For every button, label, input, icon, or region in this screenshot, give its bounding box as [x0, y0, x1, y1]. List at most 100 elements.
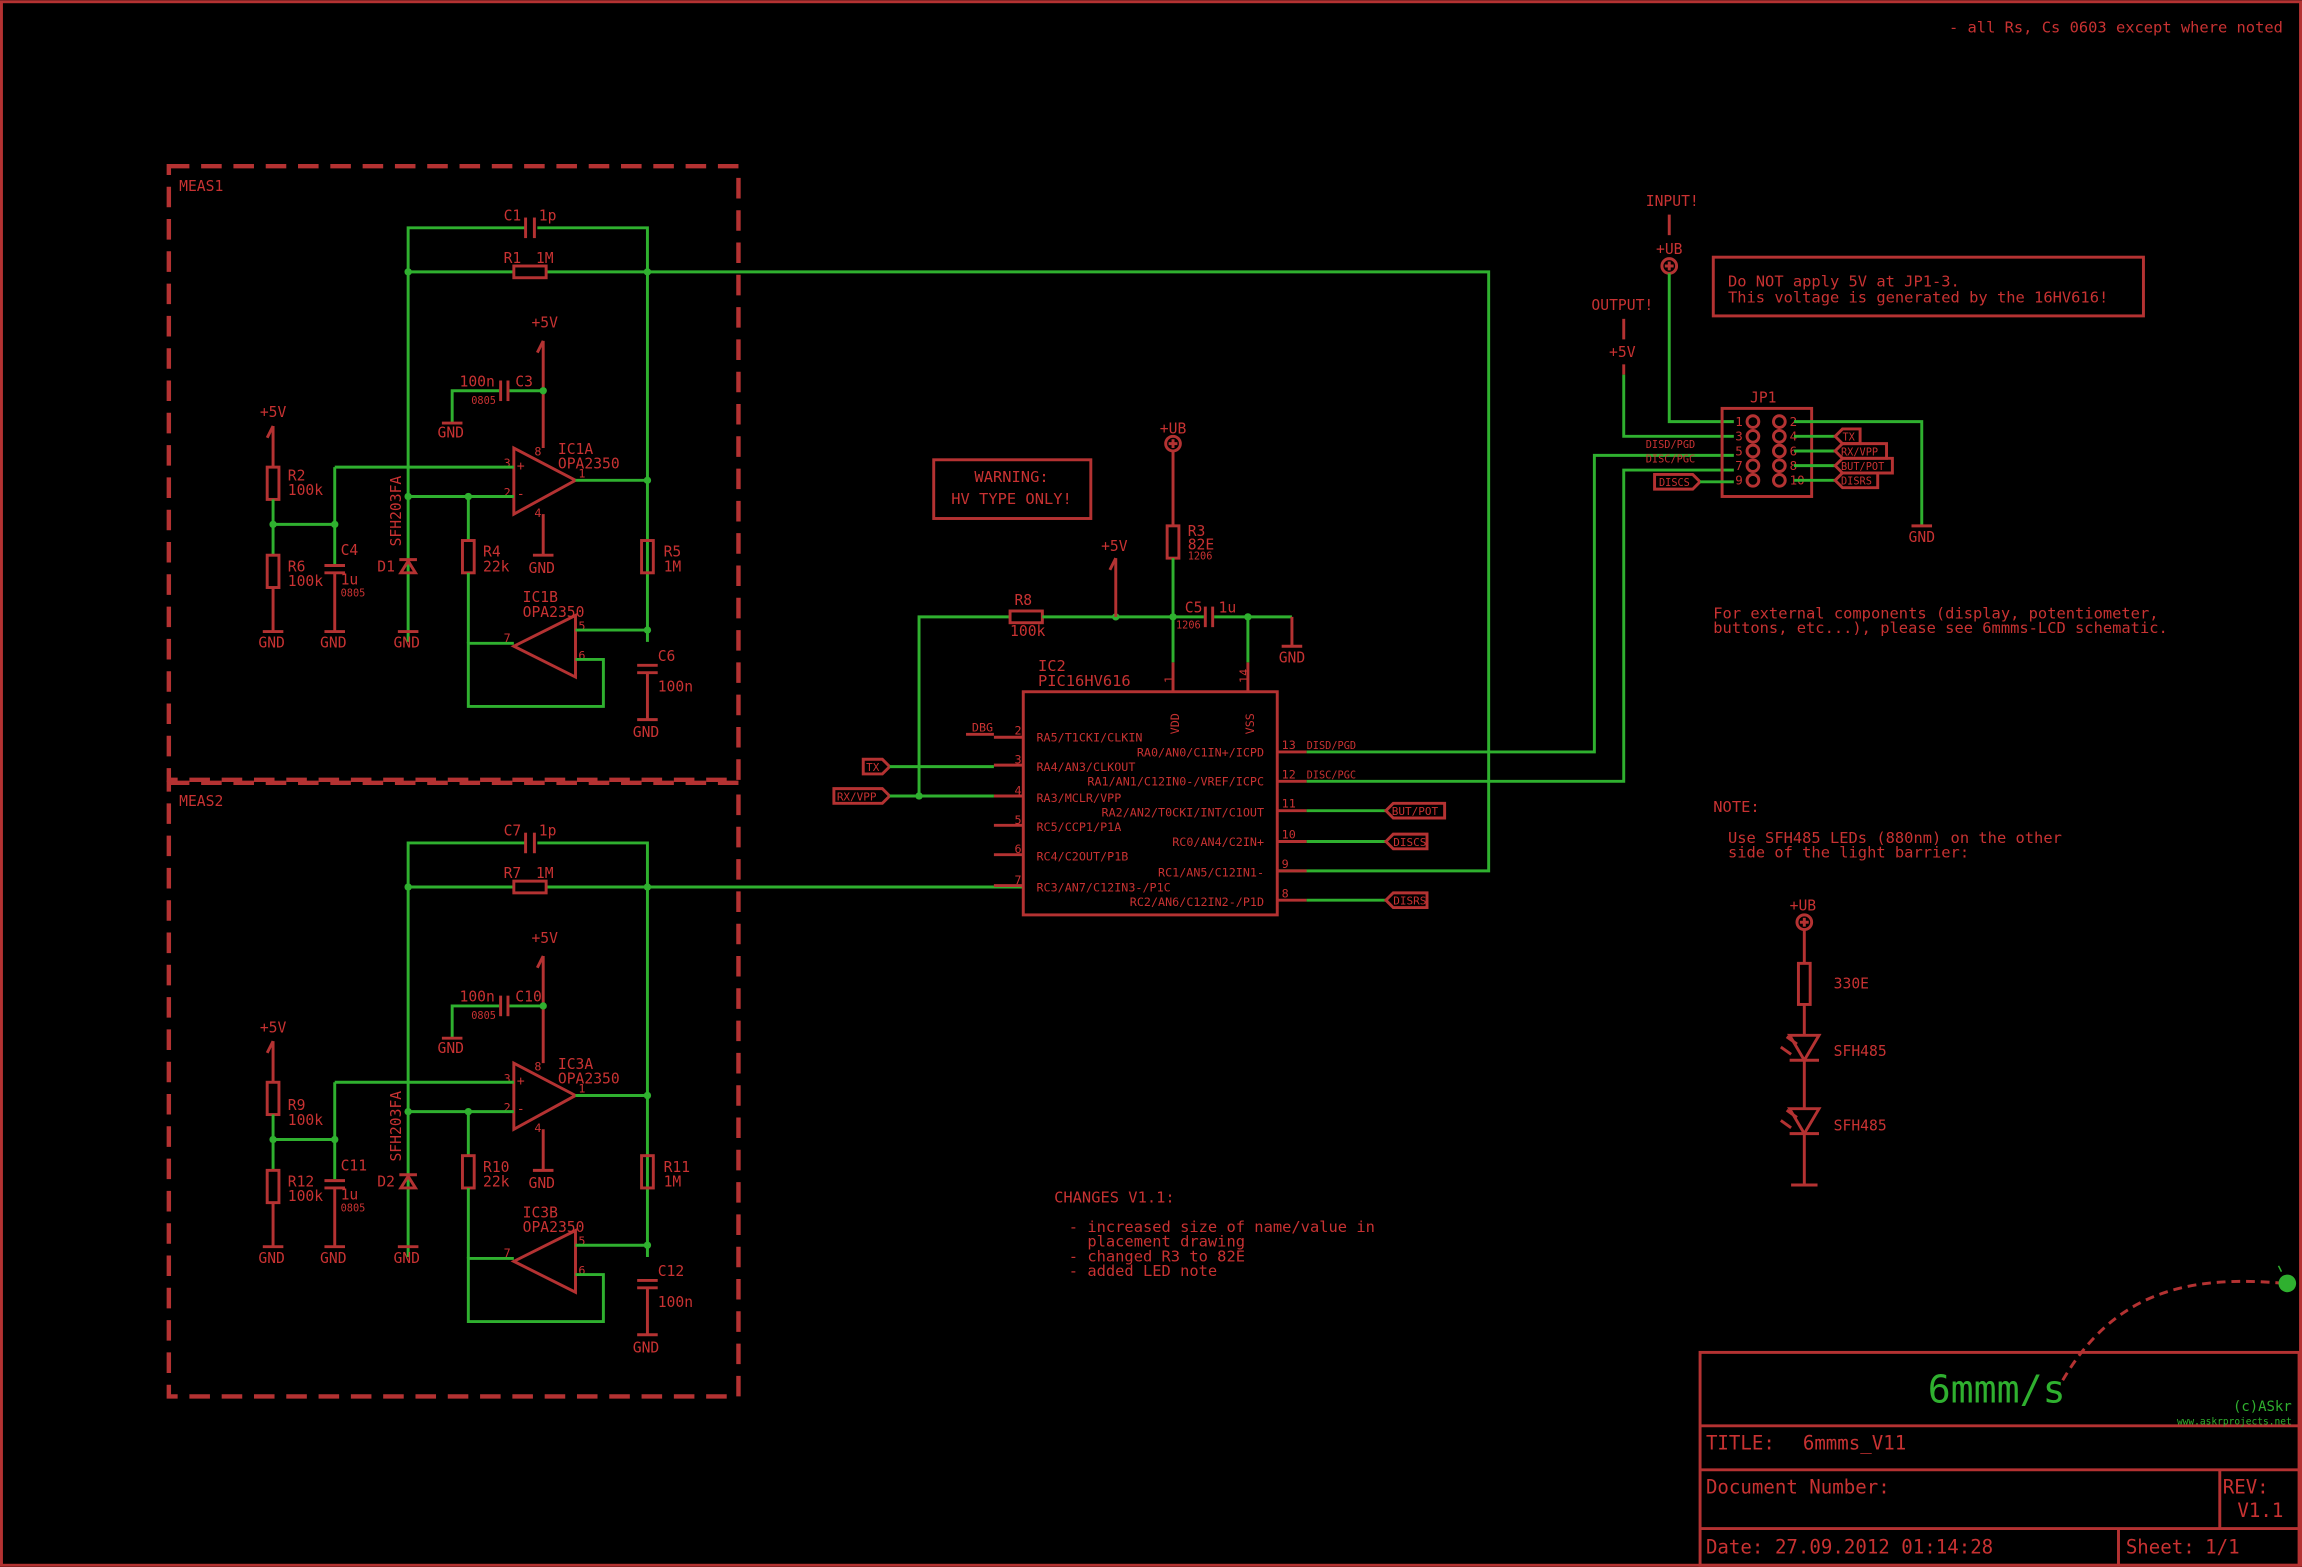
label-nets-gnd: GND [437, 1040, 464, 1057]
label-nets-gnd: GND [320, 635, 347, 652]
label-nets-p5v: +5V [260, 1019, 287, 1036]
label-nets-gnd: GND [393, 1250, 420, 1267]
label-jp1-right-1: 4 [1790, 429, 1798, 444]
label-ic2-value: PIC16HV616 [1038, 672, 1131, 690]
label-title_block-sheet: 1/1 [2205, 1537, 2239, 1559]
label-parts-r3n: R3 [1188, 523, 1206, 540]
label-ic2-left_pins-4-label: RC4/C2OUT/P1B [1036, 850, 1128, 864]
svg-text:7: 7 [504, 631, 511, 645]
label-nets-p5v: +5V [260, 404, 287, 421]
label-ic2-right_pins-3-num: 10 [1282, 828, 1296, 842]
label-parts-c3n: C3 [515, 373, 533, 390]
svg-text:8: 8 [534, 1060, 541, 1074]
frame-meas2 [166, 780, 741, 1399]
label-nets-gnd: GND [393, 635, 420, 652]
label-parts-c11v: 1u [341, 1187, 359, 1204]
svg-text:3: 3 [504, 1071, 511, 1085]
label-parts-r11v: 1M [664, 1173, 682, 1190]
note-top-right: - all Rs, Cs 0603 except where noted [1949, 19, 2283, 37]
label-parts-r9v: 100k [288, 1112, 323, 1129]
label-jp1-left_labels-3: DISC/PGC [1646, 454, 1695, 466]
label-parts-c1v: 1p [539, 207, 557, 224]
label-parts-c12n: C12 [658, 1263, 684, 1280]
label-parts-r6v: 100k [288, 573, 323, 590]
label-notes-changes-1: placement drawing [1069, 1233, 1245, 1251]
label-ic2-left_pins-0-label: RA5/T1CKI/CLKIN [1036, 731, 1142, 745]
label-parts-r12n: R12 [288, 1173, 315, 1190]
label-ic2-right_pins-0-num: 13 [1282, 738, 1296, 752]
label-ic2-right_pins-1-label: RA1/AN1/C12IN0-/VREF/ICPC [1087, 775, 1264, 789]
label-title_block-doc_label: Document Number: [1706, 1476, 1890, 1498]
label-parts-r10v: 22k [483, 1173, 510, 1190]
label-parts-c10v: 100n [460, 989, 495, 1006]
label-notes-input: INPUT! [1646, 193, 1699, 210]
label-ic2-left_pins-4-num: 6 [1014, 842, 1021, 856]
label-ic2-right_pins-4-num: 9 [1282, 857, 1289, 871]
svg-text:+: + [517, 1074, 525, 1089]
label-parts-c1n: C1 [504, 207, 522, 224]
label-parts-c12v: 100n [658, 1294, 693, 1311]
net-flag-disrs [1383, 891, 1429, 910]
label-ic2-right_pins-2-num: 11 [1282, 797, 1296, 811]
label-parts-c11p: 0805 [341, 1202, 366, 1214]
svg-text:5: 5 [578, 1234, 585, 1248]
label-notes-changes_title: CHANGES V1.1: [1054, 1189, 1175, 1207]
svg-text:5: 5 [578, 619, 585, 633]
label-parts-r5v: 1M [664, 558, 682, 575]
label-nets-gnd: GND [633, 1339, 660, 1356]
label-parts-c7v: 1p [539, 823, 557, 840]
net-flag-tx [861, 757, 892, 776]
label-nets-gnd: GND [529, 560, 556, 577]
label-ic2-left_pins-5-label: RC3/AN7/C12IN3-/P1C [1036, 880, 1170, 894]
label-parts-r5n: R5 [664, 544, 682, 561]
jp1-warning-box [1711, 255, 2145, 318]
label-title_block-date_label: Date: [1706, 1537, 1763, 1559]
label-nets-butpot: BUT/POT [1392, 805, 1439, 818]
label-nets-disd: DISD/PGD [1307, 740, 1356, 752]
led-chain: +UB 330E SFH485 SFH485 [1779, 897, 1887, 1187]
label-jp1-right_labels-1: TX [1842, 432, 1855, 444]
label-notes-changes-0: - increased size of name/value in [1069, 1218, 1375, 1236]
label-parts-ic3bv: OPA2350 [523, 1219, 585, 1236]
label-notes-warning_title: WARNING: [974, 468, 1048, 486]
label-title_block-sheet_label: Sheet: [2126, 1537, 2195, 1559]
label-ic2-left_pins-2-num: 4 [1014, 784, 1021, 798]
label-parts-led2: SFH485 [1834, 1118, 1887, 1135]
net-flag-butpot [1383, 801, 1447, 820]
label-parts-ic1an: IC1A [558, 441, 593, 458]
label-parts-r11n: R11 [664, 1159, 691, 1176]
warning-box [932, 458, 1093, 520]
label-parts-led1: SFH485 [1834, 1043, 1887, 1060]
label-jp1-left-1: 3 [1735, 429, 1743, 444]
label-parts-ic3an: IC3A [558, 1056, 593, 1073]
label-parts-d2n: D2 [377, 1173, 395, 1190]
label-nets-gnd: GND [633, 724, 660, 741]
label-ic2-right_pins-0-label: RA0/AN0/C1IN+/ICPD [1137, 745, 1264, 759]
label-jp1-name: JP1 [1750, 390, 1777, 407]
label-nets-ub: +UB [1160, 420, 1187, 437]
ic2-pic16hv616: IC2 PIC16HV616 VDD VSS 1 14 RA5/T1CKI/CL… [993, 657, 1307, 917]
label-title_block-rev: V1.1 [2237, 1500, 2283, 1522]
label-parts-r2v: 100k [288, 482, 323, 499]
label-ic2-vss: VSS [1243, 713, 1257, 734]
label-ic2-left_pins-1-label: RA4/AN3/CLKOUT [1036, 760, 1135, 774]
label-parts-d1v: SFH203FA [388, 476, 405, 547]
svg-text:6: 6 [578, 1264, 585, 1278]
label-parts-r7v: 1M [536, 865, 554, 882]
label-ic2-left_pins-5-num: 7 [1014, 873, 1021, 887]
label-jp1-right-3: 8 [1790, 458, 1798, 473]
label-ic2-right_pins-1-num: 12 [1282, 767, 1296, 781]
label-jp1-left_labels-4: DISCS [1659, 477, 1690, 489]
label-parts-c3p: 0805 [471, 395, 496, 407]
label-parts-c5p: 1206 [1176, 620, 1201, 632]
frame-meas1-label: MEAS1 [179, 178, 223, 195]
label-ic2-left_pins-2-label: RA3/MCLR/VPP [1036, 791, 1121, 805]
label-parts-d1n: D1 [377, 558, 395, 575]
label-notes-jp_warn_2: This voltage is generated by the 16HV616… [1728, 289, 2108, 307]
label-notes-output: OUTPUT! [1591, 297, 1653, 314]
label-jp1-left-3: 7 [1735, 458, 1743, 473]
label-parts-r2n: R2 [288, 467, 306, 484]
label-notes-note_2: side of the light barrier: [1728, 844, 1969, 862]
svg-text:7: 7 [504, 1246, 511, 1260]
label-parts-c5v: 1u [1219, 599, 1237, 616]
